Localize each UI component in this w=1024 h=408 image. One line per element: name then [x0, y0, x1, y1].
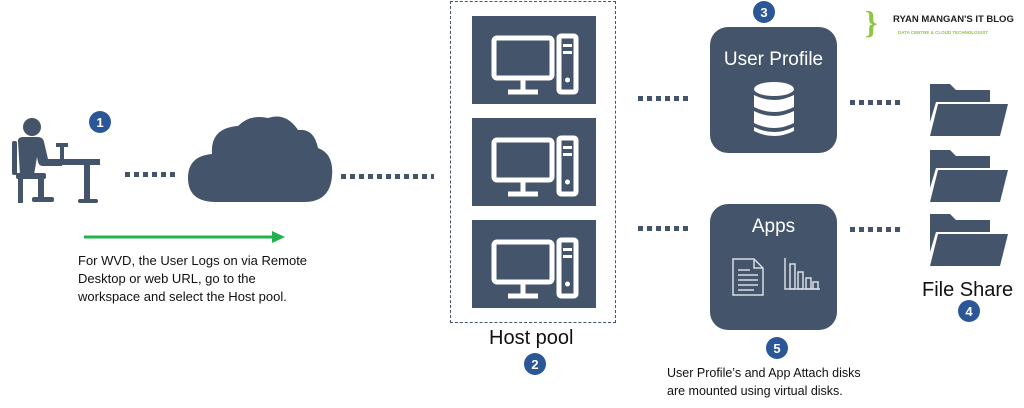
user-logon-caption: For WVD, the User Logs on via Remote Des… [78, 252, 338, 306]
session-host-3 [472, 220, 596, 308]
step-badge-5: 5 [766, 337, 788, 359]
apps-box: Apps [710, 204, 837, 330]
bar-chart-icon [784, 258, 820, 290]
brace-icon: } [865, 4, 878, 40]
monitor-icon [491, 33, 579, 95]
connector-hostpool-apps [638, 226, 692, 231]
logo-title: RYAN MANGAN'S IT BLOG [893, 14, 1014, 25]
database-icon [754, 82, 794, 136]
connector-cloud-hostpool [341, 174, 434, 179]
caption-line: are mounted using virtual disks. [667, 384, 843, 398]
connector-profile-fileshare [850, 100, 904, 105]
cloud-icon [188, 116, 333, 202]
user-profile-label: User Profile [723, 49, 824, 70]
user-profile-box: User Profile [710, 27, 837, 153]
caption-line: workspace and select the Host pool. [78, 289, 287, 304]
apps-label: Apps [751, 216, 796, 237]
folder-icon [930, 214, 1008, 266]
document-icon [732, 258, 764, 296]
file-share-label: File Share [922, 279, 1014, 301]
session-host-1 [472, 16, 596, 104]
caption-line: Desktop or web URL, go to the [78, 271, 256, 286]
caption-line: For WVD, the User Logs on via Remote [78, 253, 308, 268]
connector-apps-fileshare [850, 227, 904, 232]
host-pool-frame [450, 1, 616, 323]
virtual-disk-caption: User Profile’s and App Attach disks are … [667, 364, 907, 400]
blog-logo: } RYAN MANGAN'S IT BLOG DATA CENTRE & CL… [865, 4, 1015, 46]
monitor-icon [491, 237, 579, 299]
step-badge-2: 2 [524, 353, 546, 375]
step-badge-1: 1 [89, 111, 111, 133]
step-badge-4: 4 [958, 300, 980, 322]
host-pool-label: Host pool [489, 327, 574, 349]
connector-hostpool-profile [638, 96, 692, 101]
folder-icon [930, 150, 1008, 202]
step-badge-3: 3 [753, 1, 775, 23]
session-host-2 [472, 118, 596, 206]
folder-icon [930, 84, 1008, 136]
caption-line: User Profile’s and App Attach disks [667, 366, 861, 380]
flow-arrow [84, 231, 285, 243]
logo-subtitle: DATA CENTRE & CLOUD TECHNOLOGIST [898, 30, 989, 35]
monitor-icon [491, 135, 579, 197]
connector-user-cloud [125, 172, 175, 177]
user-at-desk-icon [12, 118, 100, 203]
